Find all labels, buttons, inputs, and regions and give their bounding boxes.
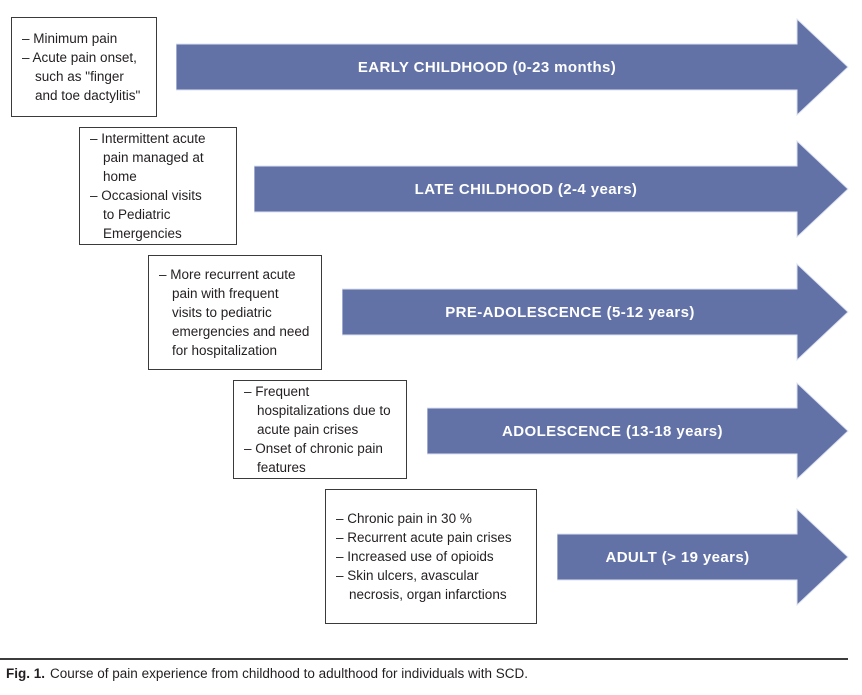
arrow-right-icon <box>254 140 849 238</box>
stage-arrow <box>342 263 849 361</box>
caption-divider <box>0 658 848 660</box>
bullet-item: – Frequent hospitalizations due to acute… <box>244 384 391 437</box>
stage-note-box: – Minimum pain – Acute pain onset, such … <box>11 17 157 117</box>
figure-caption-label: Fig. 1. <box>6 666 46 681</box>
bullet-item: – Occasional visits to Pediatric Emergen… <box>90 188 202 241</box>
bullet-item: – Chronic pain in 30 % <box>336 511 472 526</box>
stage-arrow <box>176 18 849 116</box>
bullet-item: – Onset of chronic pain features <box>244 441 383 475</box>
arrow-right-icon <box>176 18 849 116</box>
stage-arrow-label: ADULT (> 19 years) <box>605 548 750 566</box>
bullet-item: – Acute pain onset, such as "finger and … <box>22 50 141 103</box>
stage-note-box: – Frequent hospitalizations due to acute… <box>233 380 407 479</box>
bullet-item: – Skin ulcers, avascular necrosis, organ… <box>336 568 507 602</box>
stage-arrow-label: EARLY CHILDHOOD (0-23 months) <box>357 58 617 76</box>
arrow-right-icon <box>342 263 849 361</box>
stage-note-box: – Intermittent acute pain managed at hom… <box>79 127 237 245</box>
bullet-item: – Minimum pain <box>22 31 118 46</box>
bullet-item: – More recurrent acute pain with frequen… <box>159 267 310 358</box>
bullet-item: – Increased use of opioids <box>336 549 494 564</box>
arrow-right-icon <box>557 508 849 606</box>
stage-note-box: – Chronic pain in 30 % – Recurrent acute… <box>325 489 537 624</box>
stage-arrow-label: ADOLESCENCE (13-18 years) <box>502 422 723 440</box>
stage-arrow-label: LATE CHILDHOOD (2-4 years) <box>414 180 638 198</box>
bullet-item: – Recurrent acute pain crises <box>336 530 512 545</box>
stage-arrow <box>557 508 849 606</box>
figure-caption-text: Course of pain experience from childhood… <box>50 666 529 681</box>
stage-arrow <box>254 140 849 238</box>
stage-arrow <box>427 382 849 480</box>
figure-caption: Fig. 1. Course of pain experience from ch… <box>6 665 852 683</box>
bullet-item: – Intermittent acute pain managed at hom… <box>90 131 206 184</box>
stage-arrow-label: PRE-ADOLESCENCE (5-12 years) <box>445 303 695 321</box>
arrow-right-icon <box>427 382 849 480</box>
stage-note-box: – More recurrent acute pain with frequen… <box>148 255 322 370</box>
